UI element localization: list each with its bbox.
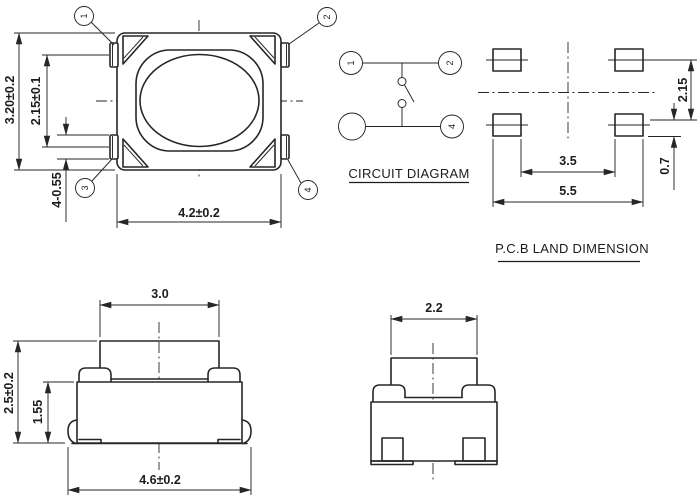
front-right-shoulder <box>207 367 241 382</box>
pin-label-1: 1 <box>79 13 89 18</box>
dim-pad-outer-span: 5.5 <box>492 139 644 207</box>
top-view: 3.20±0.2 2.15±0.1 4-0.55 4.2±0.2 1 <box>3 6 337 228</box>
side-right-shoulder <box>461 384 496 402</box>
dim-pad-inner-span: 3.5 <box>520 139 616 177</box>
dim-label-front-total-height: 2.5±0.2 <box>2 372 16 414</box>
pin-label-2: 2 <box>322 14 332 19</box>
dim-label-body-width: 4.2±0.2 <box>178 206 220 220</box>
pcb-land-title: P.C.B LAND DIMENSION <box>495 241 649 256</box>
side-body <box>370 401 498 462</box>
dim-front-lead-span: 4.6±0.2 <box>67 447 252 495</box>
circuit-pin-1-label: 1 <box>346 60 356 65</box>
dim-label-body-height: 3.20±0.2 <box>3 76 17 125</box>
button-outer-outline <box>135 49 264 152</box>
side-view: 2.2 <box>370 301 498 483</box>
front-right-lead <box>217 419 252 445</box>
dim-pad-height: 0.7 <box>648 103 681 190</box>
switch-body-outline <box>116 32 282 171</box>
side-leads <box>109 42 290 160</box>
pin-label-3: 3 <box>80 185 90 190</box>
circuit-diagram-title: CIRCUIT DIAGRAM <box>348 166 469 181</box>
dim-label-side-button-width: 2.2 <box>425 301 442 315</box>
side-button <box>390 357 478 398</box>
dim-front-body-height: 1.55 <box>31 381 74 444</box>
switch-contact-top <box>397 77 407 86</box>
pcb-land-dimension: 2.15 0.7 3.5 5.5 P.C.B LAND DIMENSION <box>478 42 697 263</box>
dim-label-front-lead-span: 4.6±0.2 <box>139 473 181 487</box>
corner-terminal-pads <box>122 35 276 168</box>
pcb-pads <box>486 48 650 137</box>
pin-callouts: 1 2 3 4 <box>74 6 337 200</box>
front-left-lead <box>67 419 102 445</box>
button-inner-outline <box>139 53 260 148</box>
dim-lead-width: 4-0.55 <box>50 117 109 222</box>
dim-side-button-width: 2.2 <box>390 301 478 355</box>
dim-label-pad-outer-span: 5.5 <box>559 184 576 198</box>
circuit-pin-2-circle <box>438 51 462 75</box>
circuit-pin-4-label: 4 <box>447 124 457 129</box>
side-left-base-strip <box>370 460 414 466</box>
dim-label-lead-width: 4-0.55 <box>50 172 64 207</box>
circuit-pin-4-circle <box>440 114 464 139</box>
side-left-shoulder <box>372 384 406 402</box>
switch-contact-bottom <box>397 99 407 108</box>
circuit-pin-1-circle <box>339 51 363 75</box>
circuit-pin-2-label: 2 <box>445 60 455 65</box>
front-left-shoulder <box>78 367 112 382</box>
pin-label-4: 4 <box>303 187 313 192</box>
circuit-diagram: 1 2 4 CIRCUIT DIAGRAM <box>338 51 469 184</box>
dim-label-pad-inner-span: 3.5 <box>559 154 576 168</box>
dim-label-lead-pitch: 2.15±0.1 <box>29 77 43 126</box>
switch-arm <box>404 84 415 103</box>
front-body <box>76 381 243 444</box>
dim-front-total-height: 2.5±0.2 <box>2 340 97 444</box>
dim-lead-pitch: 2.15±0.1 <box>29 54 109 148</box>
front-view: 3.0 2.5±0.2 1.55 4.6±0.2 <box>2 287 252 495</box>
dim-body-width: 4.2±0.2 <box>116 174 282 228</box>
dim-label-pad-height: 0.7 <box>658 157 672 174</box>
dim-front-button-width: 3.0 <box>99 287 220 337</box>
dim-label-front-button-width: 3.0 <box>151 287 168 301</box>
dim-label-pad-row-pitch: 2.15 <box>676 78 690 102</box>
dim-label-front-body-height: 1.55 <box>31 400 45 424</box>
dim-body-height: 3.20±0.2 <box>3 32 115 171</box>
front-button <box>99 340 220 369</box>
side-right-base-strip <box>454 460 498 466</box>
dim-pad-row-pitch: 2.15 <box>650 59 697 121</box>
circuit-pin-3-circle <box>338 112 366 141</box>
